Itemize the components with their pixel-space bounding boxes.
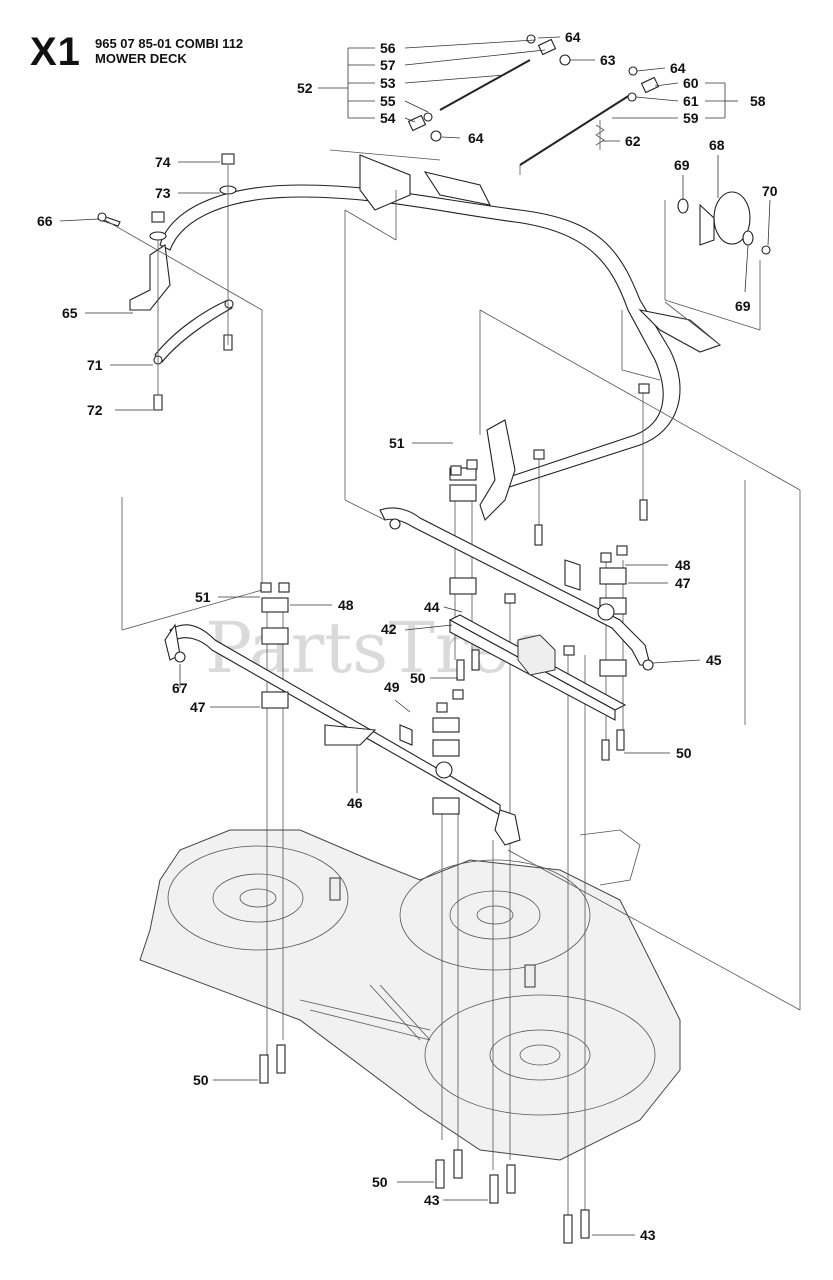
callout-56: 56: [380, 40, 396, 56]
section-title: MOWER DECK: [95, 51, 187, 66]
clamp-blocks: [261, 467, 627, 815]
model-line: 965 07 85-01 COMBI 112: [95, 36, 244, 51]
callout-60: 60: [683, 75, 699, 91]
callout-57: 57: [380, 57, 396, 73]
callout-45: 45: [706, 652, 722, 668]
mower-deck: [139, 829, 681, 1161]
upper-lift-arm: [379, 507, 654, 671]
callout-58: 58: [750, 93, 766, 109]
callout-labels: 56 57 53 55 54 52 64 63 64 60 61 59 58 6…: [37, 29, 778, 1243]
callout-50-bottom-left: 50: [193, 1072, 209, 1088]
callout-43-right: 43: [640, 1227, 656, 1243]
callout-51-upper: 51: [389, 435, 405, 451]
callout-70: 70: [762, 183, 778, 199]
callout-61: 61: [683, 93, 699, 109]
callout-65: 65: [62, 305, 78, 321]
callout-66: 66: [37, 213, 53, 229]
lift-link-left: [153, 299, 234, 365]
callout-69-bottom: 69: [735, 298, 751, 314]
callout-53: 53: [380, 75, 396, 91]
callout-48-right: 48: [675, 557, 691, 573]
callout-63: 63: [600, 52, 616, 68]
section-code: X1: [30, 30, 81, 74]
callout-52: 52: [297, 80, 313, 96]
callout-50-bottom-mid: 50: [372, 1174, 388, 1190]
callout-49: 49: [384, 679, 400, 695]
callout-42: 42: [381, 621, 397, 637]
bolt-66: [97, 212, 121, 227]
lower-lift-arm: [164, 623, 521, 846]
lift-frame-tube: [129, 184, 681, 522]
callout-46: 46: [347, 795, 363, 811]
callout-48-left: 48: [338, 597, 354, 613]
roller-wheel: [677, 191, 771, 255]
callout-72: 72: [87, 402, 103, 418]
callout-59: 59: [683, 110, 699, 126]
callout-54: 54: [380, 110, 396, 126]
pedal-plate: [359, 154, 491, 211]
callout-50-mid: 50: [410, 670, 426, 686]
callout-55: 55: [380, 93, 396, 109]
callout-62: 62: [625, 133, 641, 149]
callout-69-top: 69: [674, 157, 690, 173]
callout-74: 74: [155, 154, 171, 170]
callout-51-lower: 51: [195, 589, 211, 605]
bolts: [259, 499, 648, 1244]
callout-64-right: 64: [670, 60, 686, 76]
callout-44: 44: [424, 599, 440, 615]
callout-43-mid: 43: [424, 1192, 440, 1208]
callout-71: 71: [87, 357, 103, 373]
callout-64-mid: 64: [468, 130, 484, 146]
callout-73: 73: [155, 185, 171, 201]
clamp-nuts: [260, 383, 650, 713]
leader-lines: [59, 36, 771, 1236]
crossbeam: [448, 614, 627, 721]
callout-50-right: 50: [676, 745, 692, 761]
adjust-rods: [407, 34, 660, 175]
callout-67: 67: [172, 680, 188, 696]
callout-64-top: 64: [565, 29, 581, 45]
callout-47-left: 47: [190, 699, 206, 715]
callout-68: 68: [709, 137, 725, 153]
callout-47-right: 47: [675, 575, 691, 591]
wheel-shaft-bracket: [638, 301, 722, 353]
